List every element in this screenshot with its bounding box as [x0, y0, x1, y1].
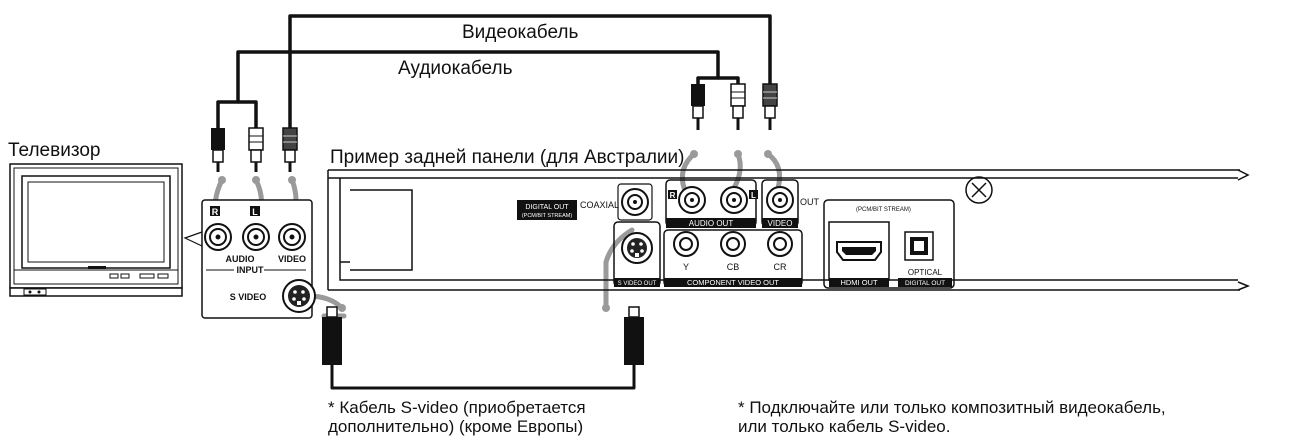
coaxial-output — [517, 183, 653, 221]
svideo-out-label: S VIDEO OUT — [618, 281, 657, 287]
video-cable — [288, 14, 772, 128]
pcm-bitstream2-label: (PCM/BIT STREAM) — [856, 207, 911, 213]
out-label: OUT — [800, 197, 820, 207]
video-cable-label: Видеокабель — [462, 22, 579, 43]
component-y-label: Y — [683, 262, 689, 272]
connect-note: * Подключайте или только композитный вид… — [738, 398, 1166, 436]
svideo-note-line1: * Кабель S-video (приобретается — [328, 398, 586, 417]
pcm-bitstream-label: (PCM/BIT STREAM) — [522, 213, 572, 219]
arrow-dots — [218, 150, 772, 312]
audio-r-label: R — [670, 191, 676, 200]
hdmi-optical-output — [823, 199, 955, 289]
component-video-out-label: COMPONENT VIDEO OUT — [687, 278, 779, 287]
plug-video-player — [762, 83, 778, 130]
audio-out-label: AUDIO OUT — [689, 219, 734, 228]
hdmi-out-label: HDMI OUT — [840, 278, 877, 287]
tv-audio-label: AUDIO — [226, 254, 255, 264]
tv-label: Телевизор — [8, 140, 101, 161]
audio-l-label: L — [751, 191, 756, 200]
plug-audio-l-tv — [248, 127, 264, 172]
plug-audio-r-player — [691, 84, 705, 130]
tv-input-panel — [183, 199, 316, 319]
audio-output — [665, 179, 758, 228]
connect-note-line1: * Подключайте или только композитный вид… — [738, 398, 1166, 417]
tv-video-label: VIDEO — [278, 254, 306, 264]
component-cb-label: CB — [727, 262, 740, 272]
svideo-note-line2: дополнительно) (кроме Европы) — [328, 417, 584, 436]
tv-input-label: INPUT — [237, 265, 265, 275]
tv-l-label: L — [252, 207, 258, 217]
component-cr-label: CR — [774, 262, 787, 272]
svideo-cable-note: * Кабель S-video (приобретается дополнит… — [328, 398, 586, 436]
digital-out-label: DIGITAL OUT — [525, 204, 569, 211]
optical-label: OPTICAL — [908, 268, 943, 277]
connect-note-line2: или только кабель S-video. — [738, 417, 951, 436]
tv-svideo-label: S VIDEO — [230, 292, 267, 302]
tv-r-label: R — [212, 207, 219, 217]
coaxial-label: COAXIAL — [580, 200, 619, 210]
svideo-output — [613, 221, 661, 287]
video-output — [761, 179, 799, 228]
component-output — [663, 229, 803, 287]
svideo-cable — [330, 365, 636, 390]
audio-cable-label: Аудиокабель — [398, 58, 513, 79]
plug-video-tv — [282, 127, 298, 172]
svideo-plug-tv — [322, 306, 342, 365]
video-label: VIDEO — [768, 219, 793, 228]
plug-audio-l-player — [730, 83, 746, 130]
digital-out2-label: DIGITAL OUT — [905, 280, 945, 287]
plug-audio-r-tv — [211, 128, 225, 172]
svideo-plug-player — [624, 306, 644, 365]
rear-panel-label: Пример задней панели (для Австралии) — [330, 147, 685, 168]
audio-cable — [216, 50, 740, 128]
television — [9, 163, 183, 297]
